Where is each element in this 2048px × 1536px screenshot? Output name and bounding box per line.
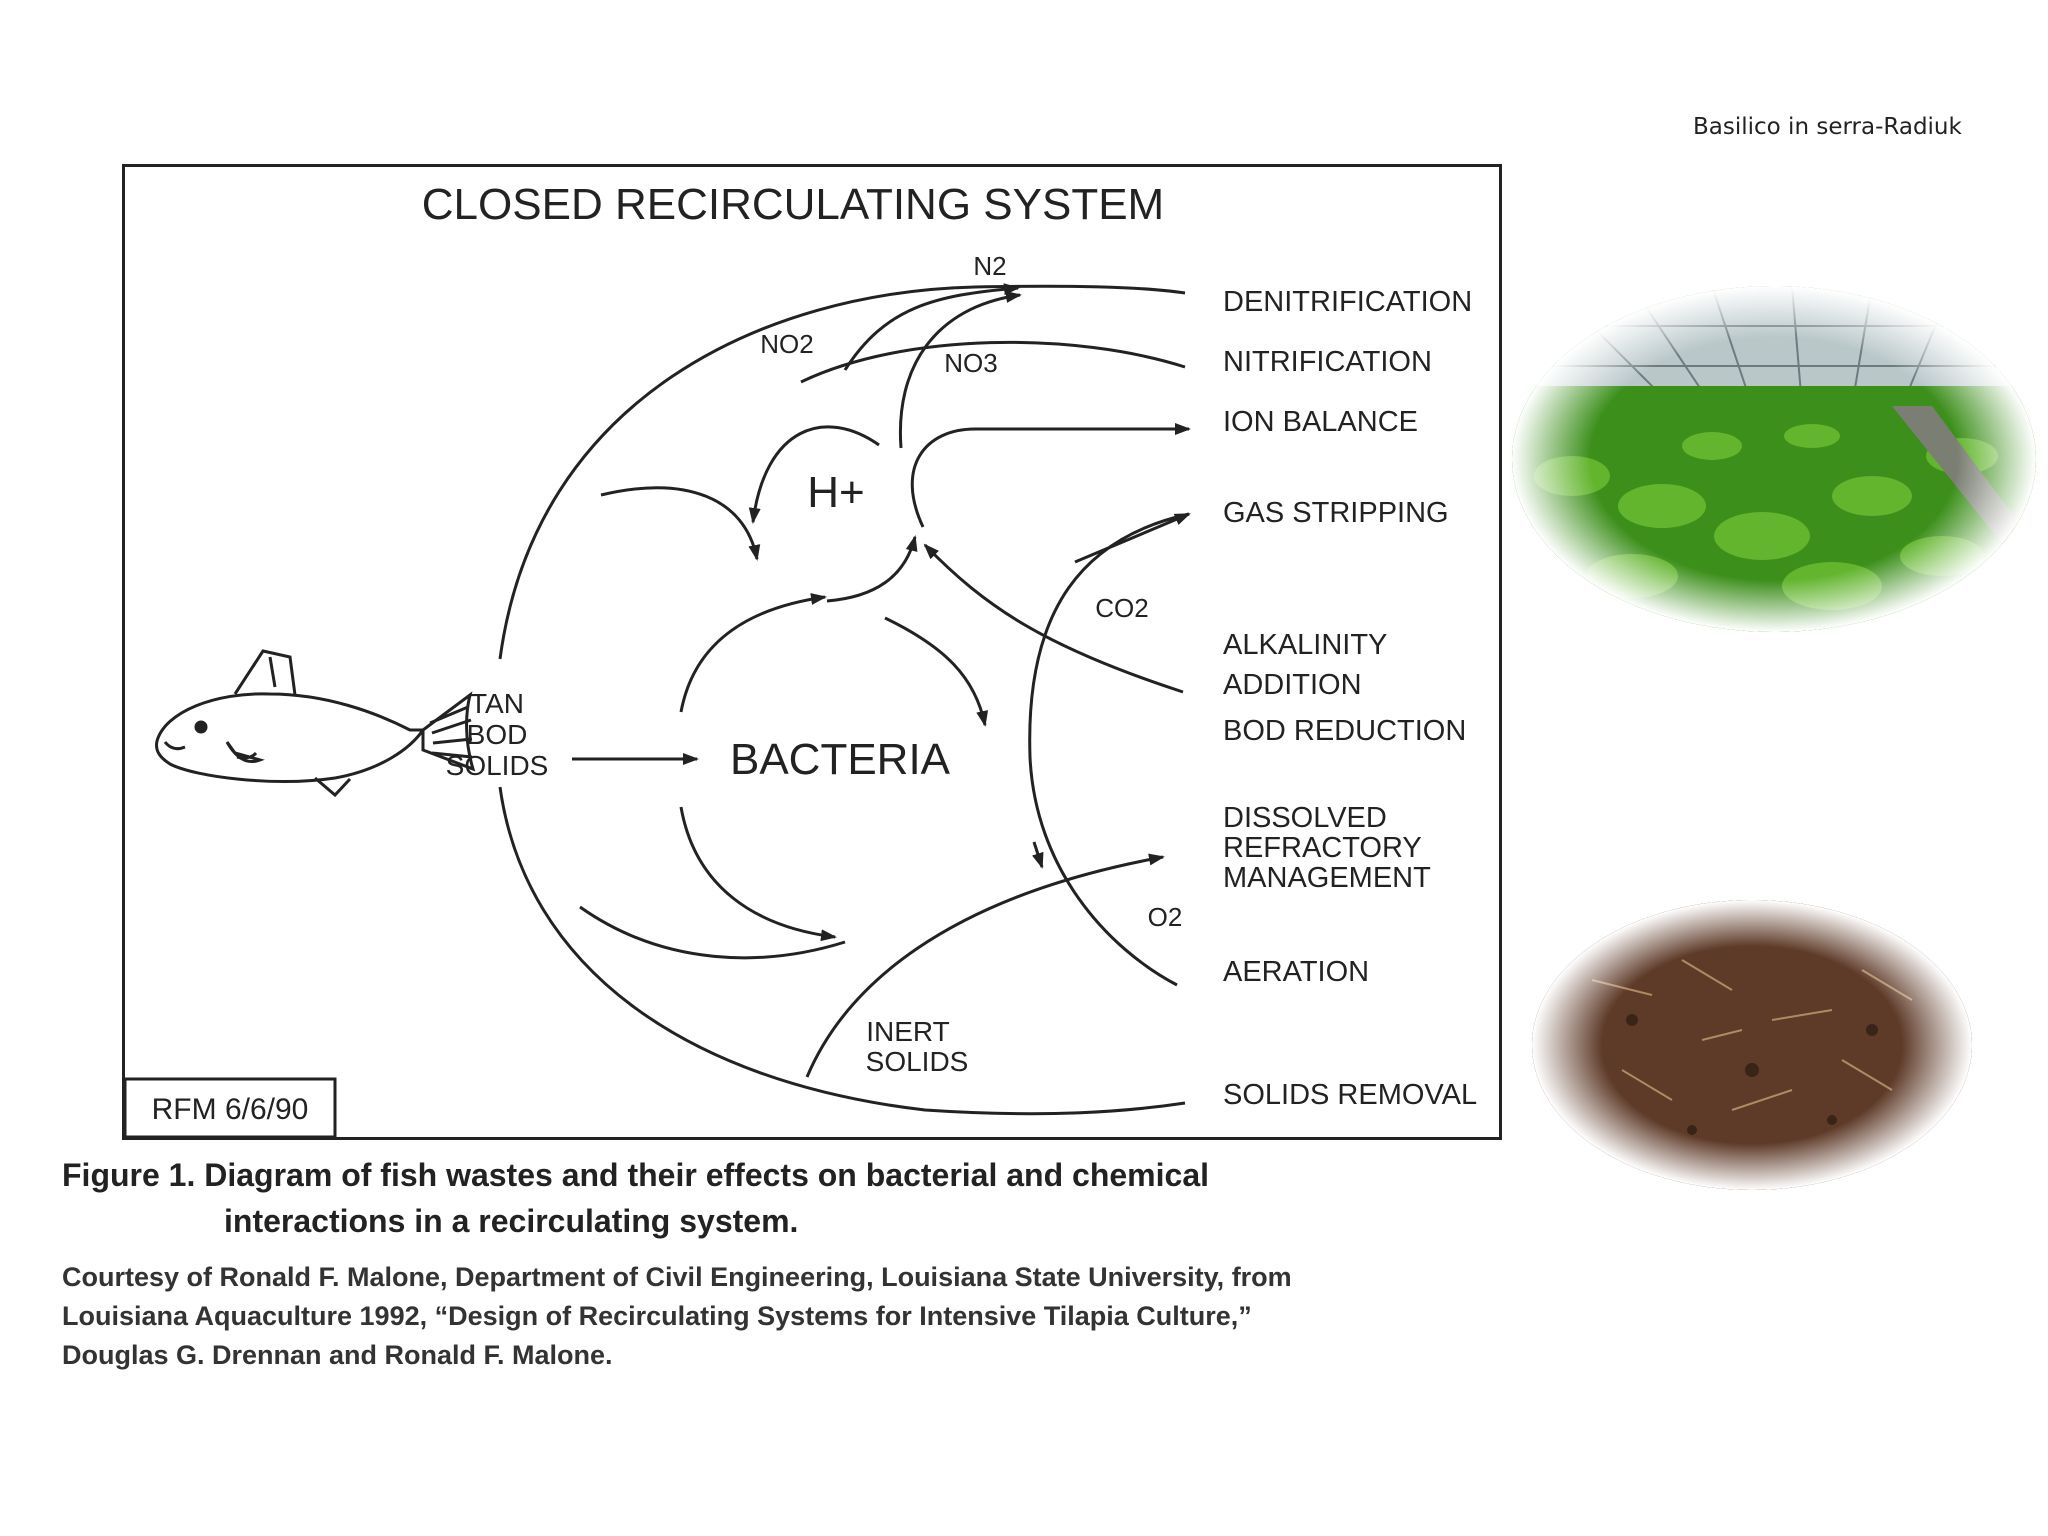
process-denitrification: DENITRIFICATION (1223, 286, 1472, 318)
species-no2: NO2 (760, 329, 813, 359)
soil-photo-art (1532, 900, 1972, 1190)
credit-line2: Louisiana Aquaculture 1992, “Design of R… (62, 1301, 1252, 1331)
process-management: MANAGEMENT (1223, 862, 1431, 894)
greenhouse-photo-art (1512, 286, 2036, 632)
hplus-label: H+ (807, 468, 864, 517)
input-label-solids: SOLIDS (446, 750, 549, 781)
flow-lines (498, 283, 1191, 1116)
slide-label: Basilico in serra-Radiuk (1693, 114, 1962, 140)
credit-line3: Douglas G. Drennan and Ronald F. Malone. (62, 1340, 613, 1370)
process-refractory: REFRACTORY (1223, 832, 1422, 864)
process-aeration: AERATION (1223, 956, 1369, 988)
process-solids-removal: SOLIDS REMOVAL (1223, 1079, 1477, 1111)
species-o2: O2 (1148, 902, 1183, 932)
diagram-title: CLOSED RECIRCULATING SYSTEM (422, 180, 1164, 229)
rfm-stamp-box (125, 1077, 337, 1137)
species-co2: CO2 (1095, 593, 1148, 623)
process-ion-balance: ION BALANCE (1223, 406, 1418, 438)
rfm-stamp: RFM 6/6/90 (152, 1093, 309, 1126)
input-label-bod: BOD (467, 719, 528, 750)
soil-photo (1532, 900, 1972, 1190)
process-bod-reduction: BOD REDUCTION (1223, 715, 1466, 747)
process-dissolved: DISSOLVED (1223, 802, 1387, 834)
process-nitrification: NITRIFICATION (1223, 346, 1432, 378)
fish-icon (155, 649, 476, 798)
figure-caption-line1: Figure 1. Diagram of fish wastes and the… (62, 1157, 1209, 1193)
species-no3: NO3 (944, 348, 997, 378)
credit-caption: Courtesy of Ronald F. Malone, Department… (62, 1258, 1522, 1375)
species-n2: N2 (973, 251, 1006, 281)
process-addition: ADDITION (1223, 669, 1362, 701)
species-inert-solids: SOLIDS (866, 1046, 969, 1077)
bacteria-label: BACTERIA (730, 735, 951, 784)
credit-line1: Courtesy of Ronald F. Malone, Department… (62, 1262, 1292, 1292)
figure-caption: Figure 1. Diagram of fish wastes and the… (62, 1152, 1209, 1244)
greenhouse-photo (1512, 286, 2036, 632)
diagram-frame: CLOSED RECIRCULATING SYSTEM TAN BOD SOLI… (122, 164, 1502, 1140)
process-alkalinity: ALKALINITY (1223, 629, 1387, 661)
diagram-canvas: CLOSED RECIRCULATING SYSTEM TAN BOD SOLI… (125, 180, 1477, 1137)
process-gas-stripping: GAS STRIPPING (1223, 497, 1449, 529)
figure-caption-line2: interactions in a recirculating system. (224, 1203, 799, 1239)
input-label-tan: TAN (470, 688, 524, 719)
species-inert: INERT (866, 1016, 950, 1047)
